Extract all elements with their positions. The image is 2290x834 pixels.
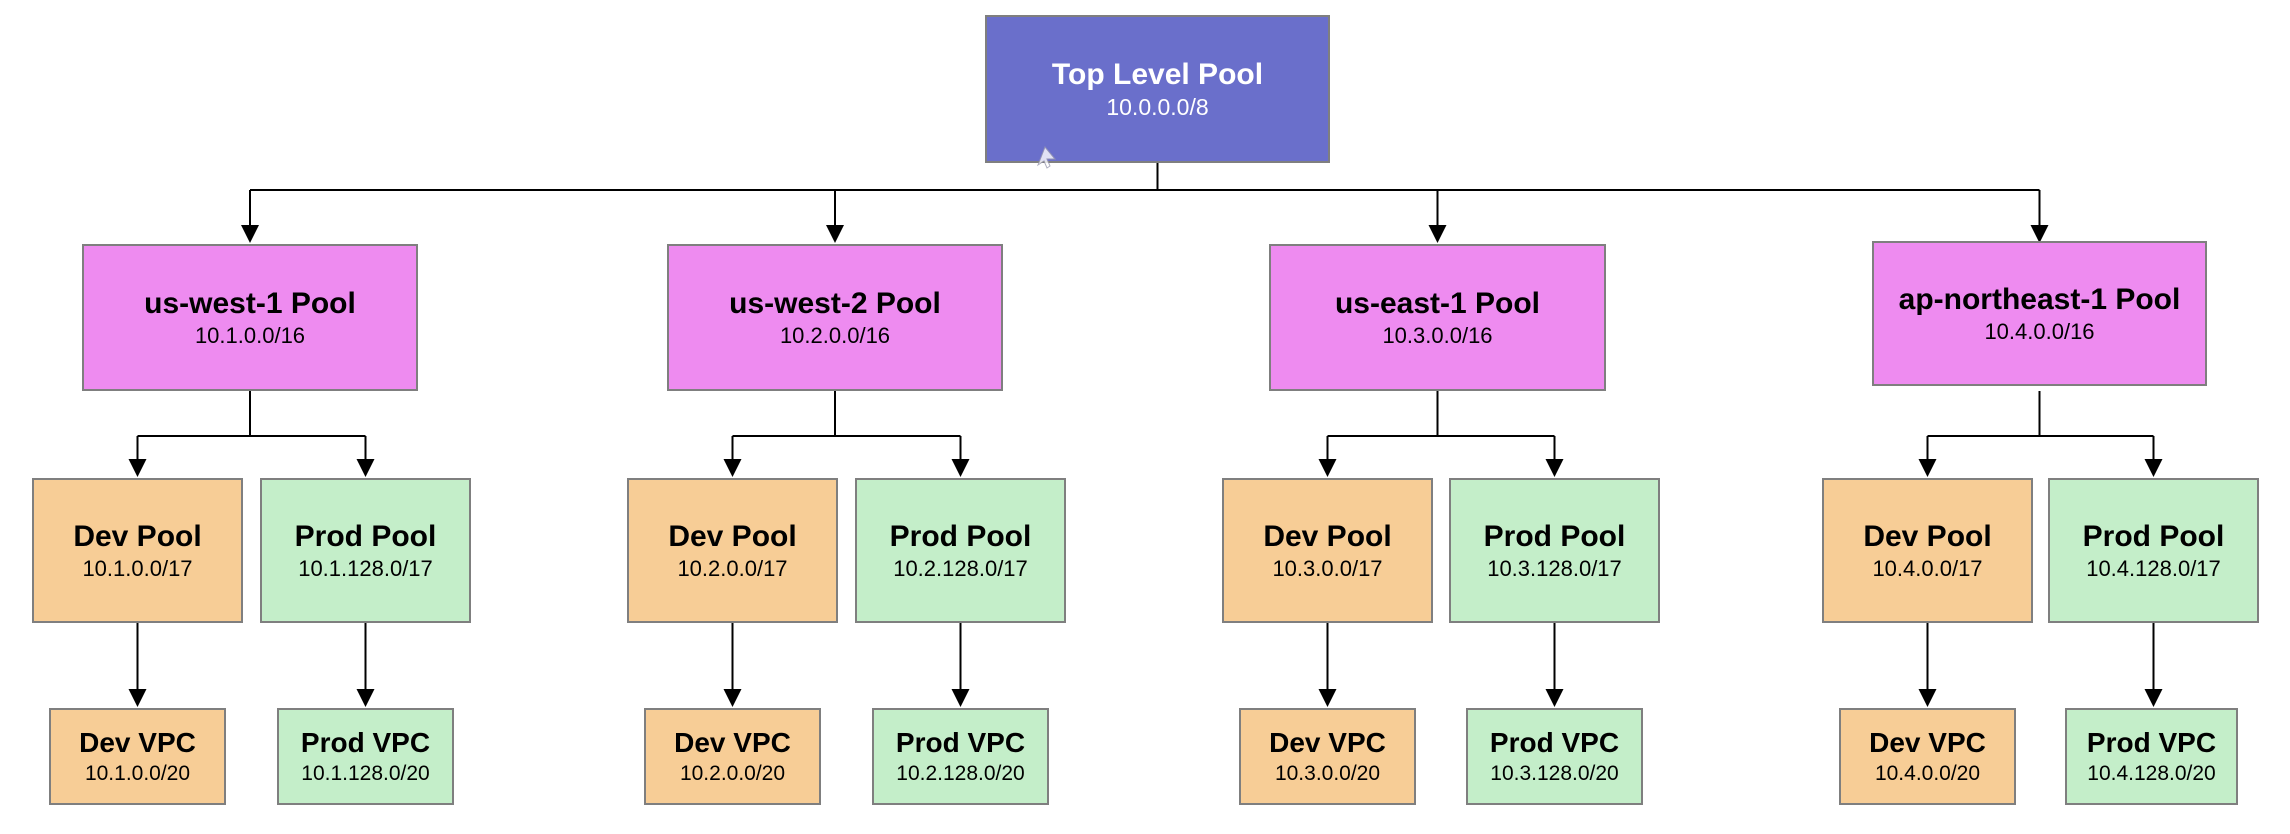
mouse-cursor-icon [1036,146,1057,169]
pool-cidr: 10.2.128.0/17 [893,556,1028,582]
pool-us-west-1-node: us-west-1 Pool 10.1.0.0/16 [82,244,418,391]
vpc-cidr: 10.3.128.0/20 [1490,761,1619,785]
vpc-title: Dev VPC [79,727,196,759]
prod-pool-us-west-1-node: Prod Pool 10.1.128.0/17 [260,478,471,623]
pool-us-west-2-node: us-west-2 Pool 10.2.0.0/16 [667,244,1003,391]
dev-vpc-us-west-1-node: Dev VPC 10.1.0.0/20 [49,708,226,805]
dev-pool-us-west-2-node: Dev Pool 10.2.0.0/17 [627,478,838,623]
pool-title: Dev Pool [73,519,202,553]
dev-pool-ap-northeast-1-node: Dev Pool 10.4.0.0/17 [1822,478,2033,623]
prod-vpc-us-west-2-node: Prod VPC 10.2.128.0/20 [872,708,1049,805]
pool-cidr: 10.1.128.0/17 [298,556,433,582]
pool-cidr: 10.3.0.0/17 [1272,556,1383,582]
pool-title: Prod Pool [2082,519,2225,553]
pool-cidr: 10.3.0.0/16 [1382,323,1493,349]
pool-title: Prod Pool [889,519,1032,553]
pool-title: Prod Pool [294,519,437,553]
vpc-cidr: 10.2.0.0/20 [679,761,786,785]
pool-title: Dev Pool [1263,519,1392,553]
dev-pool-us-west-1-node: Dev Pool 10.1.0.0/17 [32,478,243,623]
pool-cidr: 10.4.0.0/17 [1872,556,1983,582]
prod-vpc-ap-northeast-1-node: Prod VPC 10.4.128.0/20 [2065,708,2238,805]
vpc-title: Prod VPC [2086,727,2217,759]
vpc-cidr: 10.2.128.0/20 [896,761,1025,785]
vpc-cidr: 10.3.0.0/20 [1274,761,1381,785]
pool-cidr: 10.3.128.0/17 [1487,556,1622,582]
pool-us-east-1-node: us-east-1 Pool 10.3.0.0/16 [1269,244,1606,391]
pool-title: us-west-1 Pool [144,286,356,320]
pool-ap-northeast-1-node: ap-northeast-1 Pool 10.4.0.0/16 [1872,241,2207,386]
vpc-title: Dev VPC [1869,727,1986,759]
top-level-pool-node: Top Level Pool 10.0.0.0/8 [985,15,1330,163]
pool-cidr: 10.0.0.0/8 [1106,94,1209,121]
vpc-title: Prod VPC [300,727,431,759]
vpc-cidr: 10.4.128.0/20 [2087,761,2216,785]
dev-vpc-us-west-2-node: Dev VPC 10.2.0.0/20 [644,708,821,805]
pool-title: Top Level Pool [1051,57,1264,91]
pool-cidr: 10.2.0.0/17 [677,556,788,582]
pool-title: us-east-1 Pool [1334,286,1541,320]
prod-pool-us-west-2-node: Prod Pool 10.2.128.0/17 [855,478,1066,623]
dev-vpc-us-east-1-node: Dev VPC 10.3.0.0/20 [1239,708,1416,805]
vpc-title: Dev VPC [674,727,791,759]
pool-cidr: 10.1.0.0/17 [82,556,193,582]
dev-vpc-ap-northeast-1-node: Dev VPC 10.4.0.0/20 [1839,708,2016,805]
prod-pool-us-east-1-node: Prod Pool 10.3.128.0/17 [1449,478,1660,623]
pool-title: us-west-2 Pool [729,286,941,320]
vpc-title: Prod VPC [895,727,1026,759]
dev-pool-us-east-1-node: Dev Pool 10.3.0.0/17 [1222,478,1433,623]
vpc-title: Prod VPC [1489,727,1620,759]
pool-title: Prod Pool [1483,519,1626,553]
vpc-cidr: 10.1.0.0/20 [84,761,191,785]
vpc-cidr: 10.1.128.0/20 [301,761,430,785]
pool-cidr: 10.2.0.0/16 [779,323,891,349]
pool-title: Dev Pool [668,519,797,553]
pool-cidr: 10.4.0.0/16 [1984,319,2095,345]
vpc-cidr: 10.4.0.0/20 [1874,761,1981,785]
prod-vpc-us-west-1-node: Prod VPC 10.1.128.0/20 [277,708,454,805]
prod-vpc-us-east-1-node: Prod VPC 10.3.128.0/20 [1466,708,1643,805]
pool-title: ap-northeast-1 Pool [1898,282,2181,316]
vpc-title: Dev VPC [1269,727,1386,759]
pool-cidr: 10.1.0.0/16 [194,323,306,349]
prod-pool-ap-northeast-1-node: Prod Pool 10.4.128.0/17 [2048,478,2259,623]
pool-cidr: 10.4.128.0/17 [2086,556,2221,582]
pool-title: Dev Pool [1863,519,1992,553]
